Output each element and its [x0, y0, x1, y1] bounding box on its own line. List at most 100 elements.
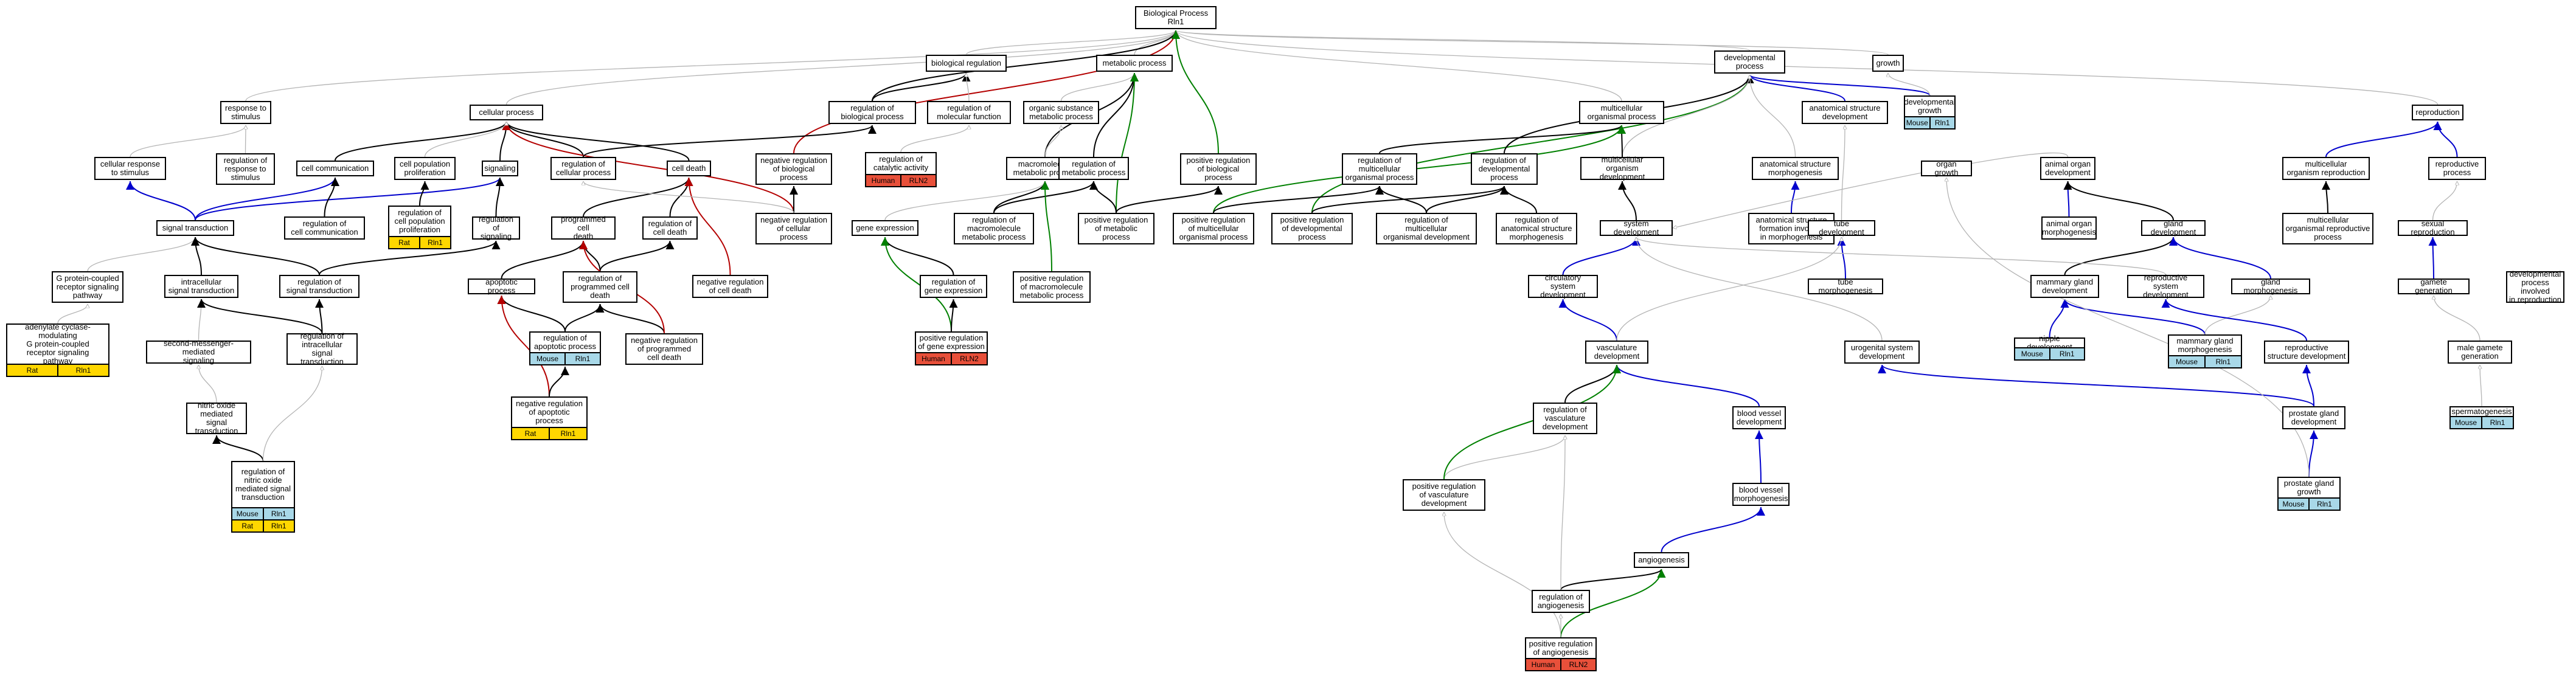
go-term-tubemorph[interactable]: tube morphogenesis — [1808, 278, 1883, 295]
go-term-anatdev[interactable]: anatomical structure development — [1802, 101, 1888, 124]
go-term-urogen[interactable]: urogenital system development — [1844, 341, 1920, 364]
go-term-apop[interactable]: apoptotic process — [468, 278, 535, 295]
go-term-orgsub[interactable]: organic substance metabolic process — [1023, 101, 1099, 124]
go-term-cellcomm[interactable]: cell communication — [296, 161, 374, 176]
go-term-posregmetab[interactable]: positive regulation of metabolic process — [1078, 213, 1154, 244]
go-term-malegam[interactable]: male gamete generation — [2448, 341, 2512, 364]
go-term-vasc[interactable]: vasculature development — [1585, 341, 1648, 364]
go-term-multireproproc[interactable]: multicellular organismal reproductive pr… — [2282, 213, 2373, 244]
go-term-circ[interactable]: circulatory system development — [1528, 274, 1598, 299]
go-term-anatmorph[interactable]: anatomical structure morphogenesis — [1752, 157, 1839, 180]
go-term-regnitric[interactable]: regulation of nitric oxide mediated sign… — [231, 461, 295, 533]
go-term-anatform[interactable]: anatomical structure formation involved … — [1748, 213, 1835, 244]
edge-negregcelldeath-to-celldeath — [684, 177, 731, 275]
go-term-regintra[interactable]: regulation of intracellular signal trans… — [286, 332, 358, 366]
go-term-sysdev[interactable]: system development — [1600, 220, 1673, 237]
go-term-regmetab[interactable]: regulation of metabolic process — [1058, 157, 1129, 180]
go-term-adenylate[interactable]: adenylate cyclase-modulating G protein-c… — [6, 323, 109, 377]
go-term-growth[interactable]: growth — [1872, 55, 1904, 72]
go-term-regsigtrans[interactable]: regulation of signal transduction — [279, 275, 359, 298]
go-term-posregbio[interactable]: positive regulation of biological proces… — [1180, 153, 1257, 185]
go-term-regprog[interactable]: regulation of programmed cell death — [563, 271, 637, 303]
go-term-posregvasc[interactable]: positive regulation of vasculature devel… — [1403, 479, 1485, 511]
go-term-sexrepro[interactable]: sexual reproduction — [2398, 220, 2468, 237]
go-term-negregprog[interactable]: negative regulation of programmed cell d… — [625, 333, 703, 365]
go-term-negregcell[interactable]: negative regulation of cellular process — [755, 213, 832, 244]
go-term-reproproc[interactable]: reproductive process — [2428, 157, 2486, 180]
go-term-regresp[interactable]: regulation of response to stimulus — [216, 153, 275, 185]
go-term-intra[interactable]: intracellular signal transduction — [164, 275, 238, 298]
go-term-regsig[interactable]: regulation of signaling — [472, 215, 520, 241]
go-term-repro[interactable]: reproduction — [2412, 105, 2463, 120]
go-term-regmulti[interactable]: regulation of multicellular organismal p… — [1342, 153, 1417, 185]
go-term-negregapop[interactable]: negative regulation of apoptotic process… — [511, 396, 588, 440]
edge-multidev-to-devproc — [1622, 75, 1750, 157]
go-term-cellpop[interactable]: cell population proliferation — [394, 157, 456, 180]
go-term-animaldev[interactable]: animal organ development — [2040, 157, 2095, 180]
go-term-resp[interactable]: response to stimulus — [220, 101, 271, 124]
go-term-reprostruct[interactable]: reproductive structure development — [2264, 341, 2349, 364]
go-term-regvasc[interactable]: regulation of vasculature development — [1533, 403, 1597, 434]
go-term-bioreg[interactable]: biological regulation — [926, 55, 1007, 72]
go-term-geneexp[interactable]: gene expression — [852, 220, 918, 236]
go-term-sigtrans[interactable]: signal transduction — [156, 220, 234, 236]
go-term-reprosys[interactable]: reproductive system development — [2127, 274, 2204, 299]
go-term-regcelldeath[interactable]: regulation of cell death — [642, 216, 698, 240]
go-term-multirepro[interactable]: multicellular organism reproduction — [2282, 157, 2370, 180]
go-term-tubedev[interactable]: tube development — [1808, 220, 1875, 237]
go-term-regcellpop[interactable]: regulation of cell population proliferat… — [388, 206, 451, 249]
go-term-regmultidev[interactable]: regulation of multicellular organismal d… — [1376, 213, 1477, 244]
go-term-glanddev[interactable]: gland development — [2141, 220, 2206, 237]
go-term-gamete[interactable]: gamete generation — [2398, 278, 2470, 295]
go-term-regmolf[interactable]: regulation of molecular function — [927, 101, 1011, 124]
go-term-bp[interactable]: Biological Process Rln1 — [1135, 6, 1217, 29]
go-term-posregmulti[interactable]: positive regulation of multicellular org… — [1173, 213, 1254, 244]
go-term-reganat[interactable]: regulation of anatomical structure morph… — [1496, 213, 1577, 244]
go-term-mammary[interactable]: mammary gland development — [2030, 275, 2099, 298]
go-term-prostdev[interactable]: prostate gland development — [2282, 406, 2345, 429]
go-term-label: regulation of signaling — [478, 215, 514, 241]
annotation-tag-human: RLN2 — [1560, 659, 1595, 670]
go-term-nitric[interactable]: nitric oxide mediated signal transductio… — [186, 401, 247, 435]
go-term-bvmorph[interactable]: blood vessel morphogenesis — [1732, 483, 1790, 506]
go-term-negregbio[interactable]: negative regulation of biological proces… — [755, 153, 832, 185]
go-term-prog[interactable]: programmed cell death — [551, 215, 616, 241]
go-term-posregmacro[interactable]: positive regulation of macromolecule met… — [1013, 271, 1091, 303]
go-term-regmacro[interactable]: regulation of macromolecule metabolic pr… — [954, 213, 1034, 244]
go-term-devproc[interactable]: developmental process — [1714, 50, 1785, 74]
go-term-glandmorph[interactable]: gland morphogenesis — [2231, 278, 2310, 295]
go-term-metab[interactable]: metabolic process — [1096, 55, 1173, 72]
go-term-regdev[interactable]: regulation of developmental process — [1471, 153, 1538, 185]
go-term-posregdev[interactable]: positive regulation of developmental pro… — [1271, 213, 1353, 244]
go-term-negregcelldeath[interactable]: negative regulation of cell death — [692, 275, 768, 298]
go-term-cellproc[interactable]: cellular process — [470, 105, 543, 120]
go-term-bvdev[interactable]: blood vessel development — [1732, 406, 1786, 429]
go-term-angio[interactable]: angiogenesis — [1634, 552, 1689, 568]
go-term-signaling[interactable]: signaling — [482, 161, 518, 176]
go-term-devrepro[interactable]: developmental process involved in reprod… — [2506, 270, 2564, 304]
go-term-regbio[interactable]: regulation of biological process — [828, 101, 916, 124]
go-term-multi[interactable]: multicellular organismal process — [1579, 101, 1664, 124]
go-term-celldeath[interactable]: cell death — [667, 161, 711, 176]
go-term-regcellcomm[interactable]: regulation of cell communication — [284, 216, 365, 240]
go-term-cellresp[interactable]: cellular response to stimulus — [94, 157, 166, 180]
go-term-regangio[interactable]: regulation of angiogenesis — [1532, 590, 1590, 613]
go-term-reggeneexp[interactable]: regulation of gene expression — [920, 275, 987, 298]
go-term-multidev[interactable]: multicellular organism development — [1580, 156, 1664, 181]
go-term-regcell[interactable]: regulation of cellular process — [550, 157, 616, 180]
annotation-tag-rat: Rat — [7, 365, 57, 376]
go-term-gpcr[interactable]: G protein-coupled receptor signaling pat… — [52, 271, 123, 303]
go-term-organgrowth[interactable]: organ growth — [1921, 160, 1972, 177]
go-term-animalmorph[interactable]: animal organ morphogenesis — [2041, 216, 2097, 240]
go-term-second[interactable]: second-messenger-mediated signaling — [146, 339, 251, 365]
